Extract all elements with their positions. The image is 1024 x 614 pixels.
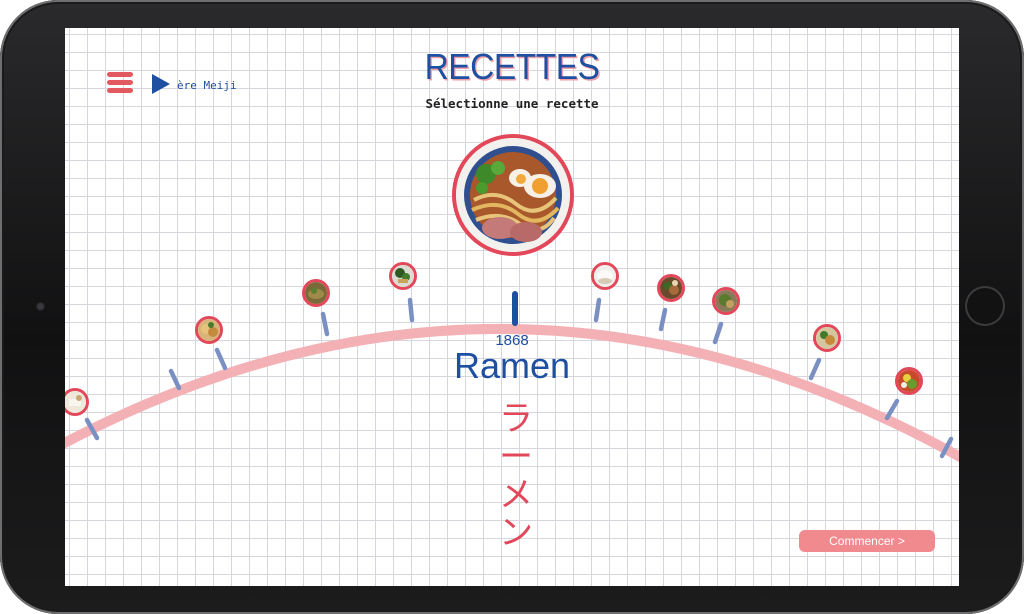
- home-button[interactable]: [967, 288, 1003, 324]
- timeline-tick: [808, 357, 822, 381]
- page-subtitle: Sélectionne une recette: [425, 96, 599, 111]
- timeline-tick: [407, 297, 415, 323]
- timeline-tick: [593, 297, 602, 323]
- timeline-tick: [214, 347, 228, 371]
- timeline-tick: [939, 436, 954, 459]
- recipe-thumbnail[interactable]: [302, 279, 330, 307]
- selected-recipe-image[interactable]: [452, 134, 574, 256]
- recipe-thumbnail[interactable]: [813, 324, 841, 352]
- era-label[interactable]: ère Meiji: [177, 79, 237, 92]
- timeline-tick: [168, 368, 182, 391]
- recipe-thumbnail[interactable]: [712, 287, 740, 315]
- camera-icon: [36, 302, 45, 311]
- recipe-thumbnail[interactable]: [65, 388, 89, 416]
- selected-recipe-name: Ramen: [453, 345, 571, 386]
- selected-recipe-year: 1868: [495, 332, 529, 349]
- recipe-thumbnail[interactable]: [195, 316, 223, 344]
- app-screen: ère Meiji RECETTES Sélectionne une recet…: [65, 28, 959, 586]
- timeline-tick: [320, 311, 330, 337]
- selected-recipe-kana: ラーメン: [499, 399, 533, 553]
- timeline-tick: [658, 307, 668, 332]
- ramen-bowl-icon: [456, 138, 570, 252]
- page-title: RECETTES: [424, 46, 600, 87]
- recipe-thumbnail[interactable]: [657, 274, 685, 302]
- timeline-tick: [884, 398, 900, 421]
- play-triangle-icon[interactable]: [152, 74, 170, 94]
- timeline-curve: [65, 324, 959, 463]
- recipe-thumbnail[interactable]: [389, 262, 417, 290]
- hamburger-menu-icon[interactable]: [107, 72, 133, 94]
- timeline-tick: [712, 321, 724, 345]
- recipe-thumbnail[interactable]: [895, 367, 923, 395]
- timeline-tick: [84, 417, 100, 441]
- recipe-thumbnail[interactable]: [591, 262, 619, 290]
- start-button[interactable]: Commencer >: [799, 530, 935, 552]
- timeline-arc: [65, 291, 959, 463]
